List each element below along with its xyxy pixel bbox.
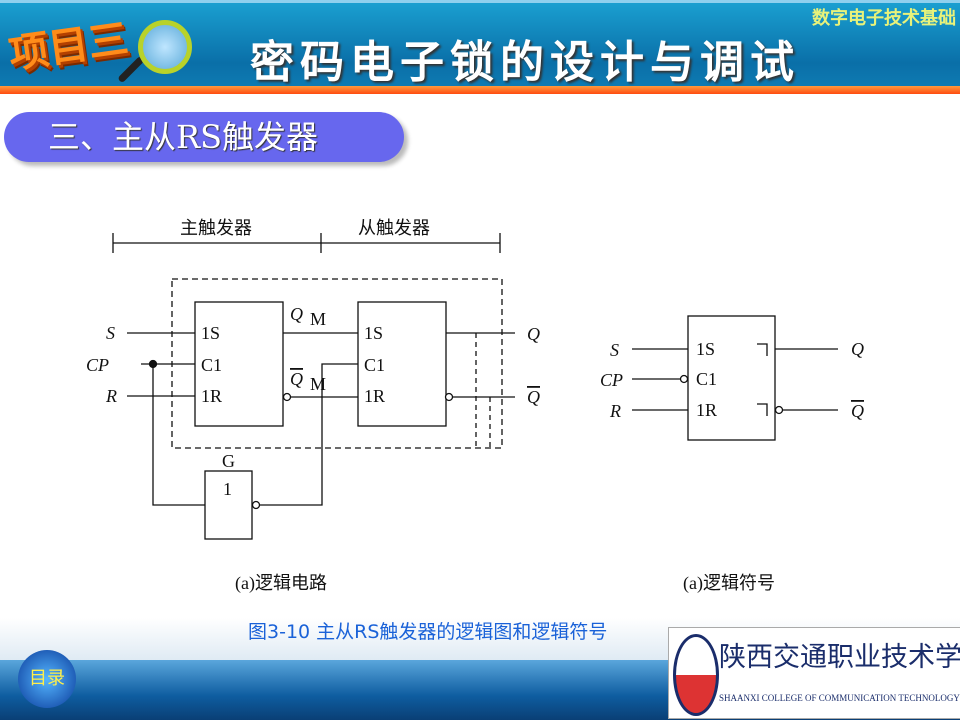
pin-label: 1R <box>364 386 385 406</box>
school-name-en: SHAANXI COLLEGE OF COMMUNICATION TECHNOL… <box>719 693 960 703</box>
input-cp-label: CP <box>86 355 109 375</box>
qbar-label: Q <box>851 401 864 421</box>
master-label: 主触发器 <box>180 218 252 238</box>
figure-caption: 图3-10 主从RS触发器的逻辑图和逻辑符号 <box>248 621 608 643</box>
course-name: 数字电子技术基础 <box>812 8 956 29</box>
gate-function: 1 <box>223 479 232 499</box>
pin-label: 1R <box>201 386 222 406</box>
input-s-label: S <box>610 340 619 360</box>
header-divider <box>0 86 960 94</box>
junction-dot <box>148 359 158 369</box>
caption-logic-circuit: (a)逻辑电路 <box>235 573 327 594</box>
pin-label: C1 <box>201 355 222 375</box>
magnifier-icon <box>138 20 192 74</box>
gate-name: G <box>222 451 235 471</box>
section-title: 三、主从RS触发器 <box>4 112 404 162</box>
input-cp-label: CP <box>600 370 623 390</box>
clock-bubble <box>679 374 689 384</box>
pin-label: 1S <box>201 323 220 343</box>
table-of-contents-button[interactable]: 目录 <box>18 650 76 708</box>
input-s-label: S <box>106 323 115 343</box>
pin-label: 1R <box>696 400 717 420</box>
inverter-bubble <box>282 392 292 402</box>
slide-title: 密码电子锁的设计与调试 <box>250 37 800 88</box>
input-r-label: R <box>105 386 117 406</box>
qm-label: Q <box>290 304 303 324</box>
bracket <box>112 233 501 253</box>
pin-label: C1 <box>696 369 717 389</box>
qm-subscript: M <box>310 309 326 329</box>
pin-label: 1S <box>696 339 715 359</box>
pin-label: 1S <box>364 323 383 343</box>
input-r-label: R <box>609 401 621 421</box>
inverter-bubble <box>774 405 784 415</box>
qbar-label: Q <box>527 387 540 407</box>
wires <box>127 332 515 506</box>
inverter-bubble <box>444 392 454 402</box>
school-name-cn: 陕西交通职业技术学院 <box>719 642 960 673</box>
caption-logic-symbol: (a)逻辑符号 <box>683 573 775 594</box>
qmbar-subscript: M <box>310 374 326 394</box>
postponed-output-mark <box>757 343 768 356</box>
q-label: Q <box>527 324 540 344</box>
q-label: Q <box>851 339 864 359</box>
slave-label: 从触发器 <box>358 218 430 238</box>
school-emblem-icon <box>673 634 719 716</box>
inverter-bubble <box>251 500 261 510</box>
qmbar-label: Q <box>290 369 303 389</box>
school-logo: 陕西交通职业技术学院 SHAANXI COLLEGE OF COMMUNICAT… <box>668 627 960 719</box>
postponed-output-mark <box>757 403 768 416</box>
pin-label: C1 <box>364 355 385 375</box>
